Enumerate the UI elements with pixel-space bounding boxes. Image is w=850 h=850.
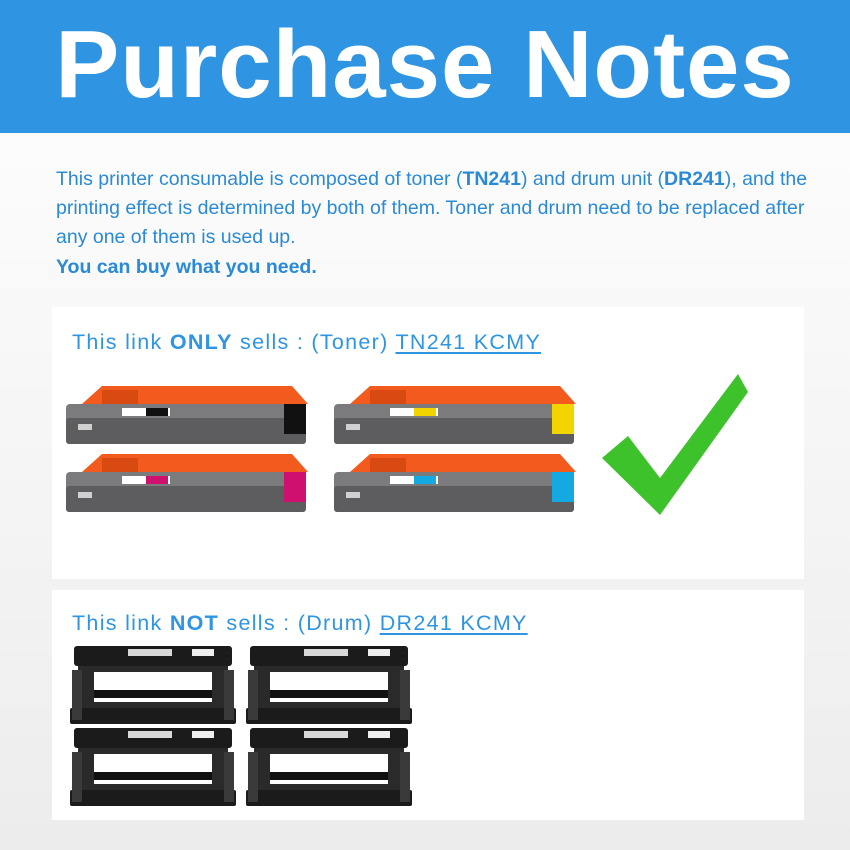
- drum-heading-prefix: This link: [72, 611, 170, 635]
- intro-text: This printer consumable is composed of t…: [56, 165, 816, 282]
- intro-seg2: ) and drum unit (: [520, 168, 665, 190]
- drum-unit-2: [246, 646, 412, 724]
- drum-heading-emphasis: NOT: [169, 611, 220, 635]
- drum-unit-4: [246, 728, 412, 806]
- intro-toner-code: TN241: [462, 168, 521, 190]
- intro-seg3: ), and the printing effect is determined…: [56, 168, 808, 248]
- buy-note: You can buy what you need.: [56, 256, 317, 278]
- intro-drum-code: DR241: [664, 168, 725, 190]
- toner-cartridge-yellow: [334, 386, 576, 444]
- drum-product-link[interactable]: DR241 KCMY: [379, 611, 528, 635]
- drum-unit-3: [70, 728, 236, 806]
- drum-unit-1: [70, 646, 236, 724]
- intro-paragraph: This printer consumable is composed of t…: [56, 165, 816, 252]
- toner-cartridge-magenta: [66, 454, 308, 512]
- green-checkmark-icon: [602, 374, 748, 515]
- page-title: Purchase Notes: [55, 11, 795, 118]
- toner-cartridge-cyan: [334, 454, 576, 512]
- toner-heading-prefix: This link: [72, 330, 170, 354]
- toner-panel-heading: This link ONLY sells : (Toner) TN241 KCM…: [72, 330, 541, 355]
- toner-heading-middle: sells : (Toner): [232, 330, 396, 354]
- header-banner: Purchase Notes: [0, 0, 850, 133]
- toner-product-link[interactable]: TN241 KCMY: [395, 330, 542, 354]
- drum-heading-middle: sells : (Drum): [219, 611, 380, 635]
- drum-panel-heading: This link NOT sells : (Drum) DR241 KCMY: [72, 611, 528, 636]
- toner-cartridge-black: [66, 386, 308, 444]
- intro-seg1: This printer consumable is composed of t…: [56, 168, 463, 190]
- toner-heading-emphasis: ONLY: [169, 330, 233, 354]
